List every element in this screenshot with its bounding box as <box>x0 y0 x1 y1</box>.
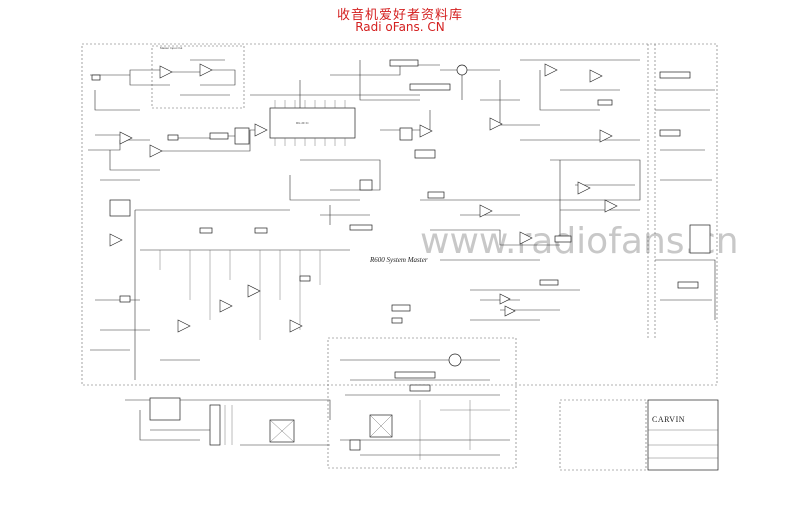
input-circuit: Master Input Out <box>90 46 236 111</box>
right-circuits <box>520 59 716 320</box>
input-section-outline <box>151 45 245 109</box>
watermark-text: www.radiofans.cn <box>420 221 739 262</box>
site-header-subtitle: Radi oFans. CN <box>355 20 445 34</box>
site-header-title: 收音机爱好者资料库 <box>336 8 463 23</box>
schematic-title: R600 System Master <box>369 256 428 264</box>
title-block: CARVIN <box>559 399 719 471</box>
transformer-section <box>125 397 331 446</box>
channel-bus <box>90 199 350 380</box>
svg-text:RG 2F IC: RG 2F IC <box>296 121 310 125</box>
brand-logo: CARVIN <box>652 415 685 424</box>
power-section-outline <box>327 337 517 469</box>
control-traces <box>250 59 540 231</box>
power-supply <box>340 353 510 460</box>
main-ic: RG 2F IC <box>269 100 356 146</box>
preamp-stage <box>88 123 268 181</box>
main-board-outline <box>81 43 718 386</box>
svg-text:Master Input Out: Master Input Out <box>160 46 183 50</box>
limiter-circuit <box>391 191 580 324</box>
